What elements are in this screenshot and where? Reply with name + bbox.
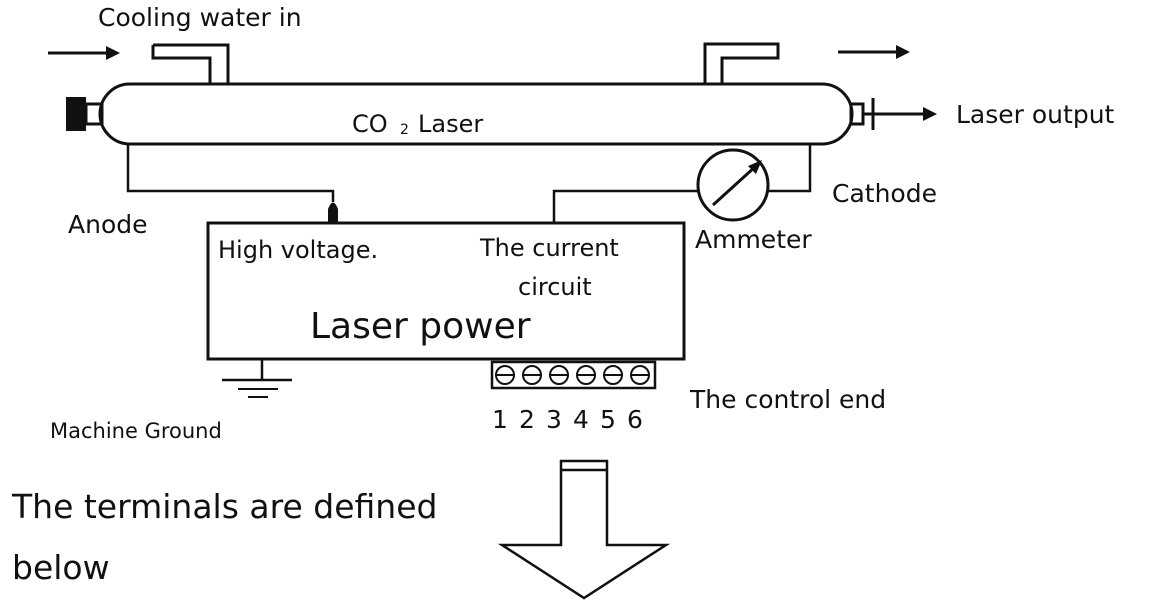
- laser-power-label: Laser power: [310, 306, 531, 347]
- down-arrow-icon: [497, 459, 671, 600]
- ammeter-label: Ammeter: [695, 225, 812, 254]
- terminal-number-5: 5: [600, 405, 616, 434]
- terminal-number-3: 3: [546, 405, 562, 434]
- cathode-wire: [552, 143, 812, 223]
- laser-tube-laser-text: Laser: [418, 110, 483, 138]
- water-in-arrow-icon: [48, 46, 120, 60]
- current-circuit-label-line2: circuit: [518, 273, 592, 301]
- ground-symbol-icon: [222, 359, 292, 398]
- terminal-number-1: 1: [492, 405, 508, 434]
- control-end-label: The control end: [689, 385, 886, 414]
- laser-output-label: Laser output: [956, 100, 1115, 129]
- machine-ground-label: Machine Ground: [50, 419, 222, 443]
- rear-mirror-mount: [66, 97, 104, 131]
- high-voltage-connector: [328, 202, 338, 223]
- laser-power-box: [206, 221, 686, 361]
- terminal-number-2: 2: [519, 405, 535, 434]
- terminal-number-4: 4: [573, 405, 589, 434]
- terminal-screws: [495, 365, 650, 385]
- terminal-block: [490, 360, 657, 390]
- anode-wire: [126, 143, 335, 202]
- terminal-number-6: 6: [627, 405, 643, 434]
- terminals-note-line2: below: [12, 548, 110, 587]
- current-circuit-label-line1: The current: [479, 234, 619, 262]
- water-out-arrow-icon: [838, 45, 910, 59]
- water-inlet-pipe: [151, 43, 230, 84]
- laser-tube-subscript-text: 2: [400, 122, 409, 138]
- laser-output-arrow-icon: [863, 107, 937, 121]
- laser-tube-co-text: CO: [352, 110, 388, 138]
- cooling-water-in-label: Cooling water in: [98, 3, 302, 32]
- water-outlet-pipe: [703, 42, 780, 84]
- high-voltage-label: High voltage.: [218, 236, 378, 264]
- terminals-note-line1: The terminals are defined: [11, 487, 437, 526]
- cathode-label: Cathode: [832, 179, 937, 208]
- ammeter-icon: [696, 148, 770, 222]
- anode-label: Anode: [68, 210, 148, 239]
- laser-tube-label: CO 2 Laser: [352, 110, 483, 138]
